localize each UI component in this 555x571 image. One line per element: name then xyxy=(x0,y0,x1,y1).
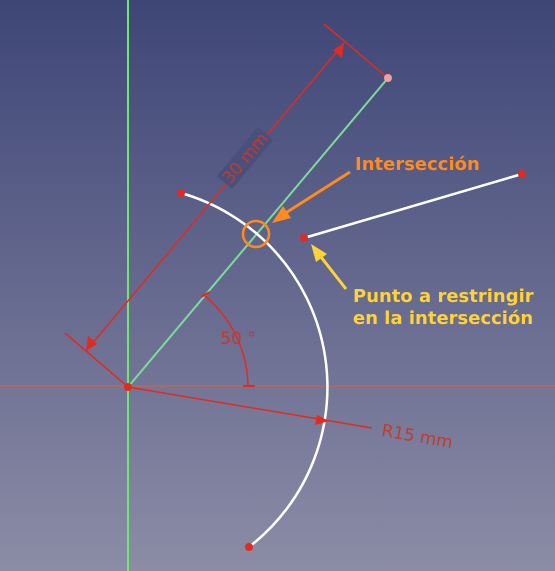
dimension-extension-line xyxy=(323,23,389,79)
dimension-extension-line xyxy=(64,332,129,388)
point-callout: Punto a restringir en la intersección xyxy=(311,244,534,329)
origin-point[interactable] xyxy=(124,383,132,391)
angle-dimension[interactable]: 50 ° xyxy=(200,291,256,387)
callout-arrowhead xyxy=(272,206,291,223)
callout-arrow-line xyxy=(319,256,348,290)
dimension-arrowhead xyxy=(333,43,344,58)
point-callout-line2: en la intersección xyxy=(353,308,533,329)
construction-line[interactable] xyxy=(127,77,389,388)
radius-dimension-line xyxy=(127,386,373,429)
arc-start-point[interactable] xyxy=(177,189,185,197)
line-geometry[interactable] xyxy=(303,172,523,240)
callout-arrow-line xyxy=(283,170,351,216)
line-start-point[interactable] xyxy=(300,234,308,242)
intersection-marker xyxy=(241,219,271,249)
point-callout-line1: Punto a restringir xyxy=(353,286,534,307)
angle-tick xyxy=(200,291,211,298)
callout-arrowhead xyxy=(311,244,327,262)
arc-end-point[interactable] xyxy=(245,543,253,551)
construction-end-point[interactable] xyxy=(384,74,392,82)
angle-dimension-label[interactable]: 50 ° xyxy=(220,329,256,349)
angle-arc xyxy=(204,295,249,387)
intersection-callout-label: Intersección xyxy=(355,154,480,175)
dimension-line xyxy=(85,42,345,352)
arc-geometry[interactable] xyxy=(180,191,329,548)
intersection-callout: Intersección xyxy=(272,154,480,223)
dimension-arrowhead xyxy=(315,415,329,425)
line-end-point[interactable] xyxy=(518,170,526,178)
dimension-label-bg xyxy=(216,127,274,189)
dimension-arrowhead xyxy=(86,336,97,351)
